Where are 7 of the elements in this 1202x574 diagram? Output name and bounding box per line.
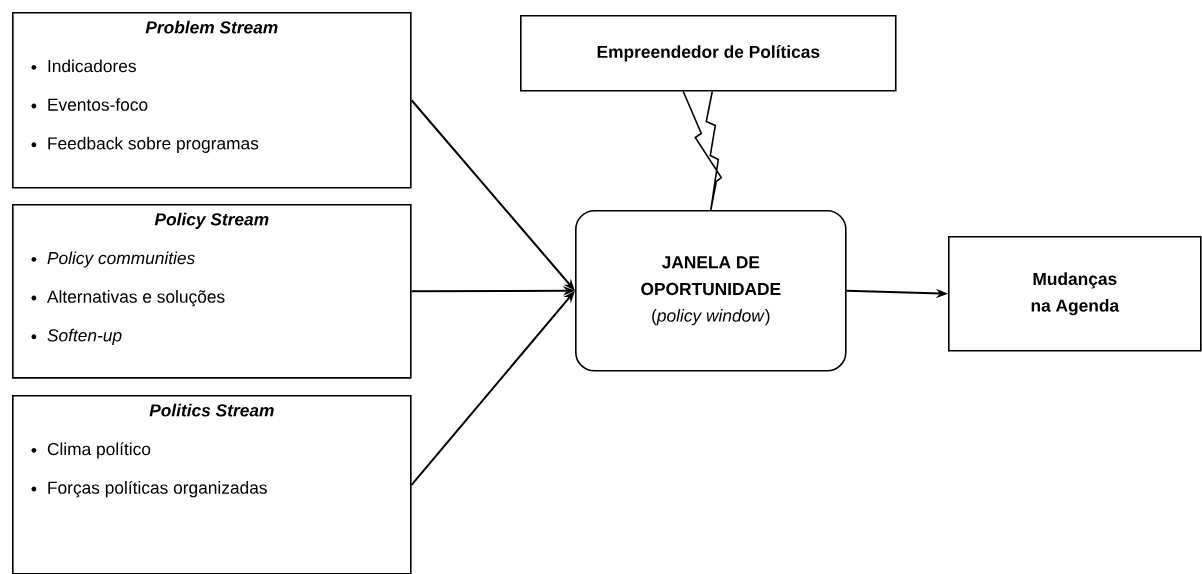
- window-box: JANELA DE OPORTUNIDADE (policy window): [575, 210, 847, 372]
- stream-box: Politics Stream Clima político Forças políticas organizadas: [12, 395, 412, 574]
- actor-box: Empreendedor de Políticas: [520, 15, 897, 92]
- lightning-bolt: [682, 90, 723, 211]
- stream-box: Problem Stream Indicadores Eventos-foco Feedback sobre programas: [12, 12, 412, 189]
- stream-box: Policy Stream Policy communities Alternativas e soluções Soften-up: [12, 204, 412, 379]
- process-box: Mudanças na Agenda: [948, 236, 1202, 352]
